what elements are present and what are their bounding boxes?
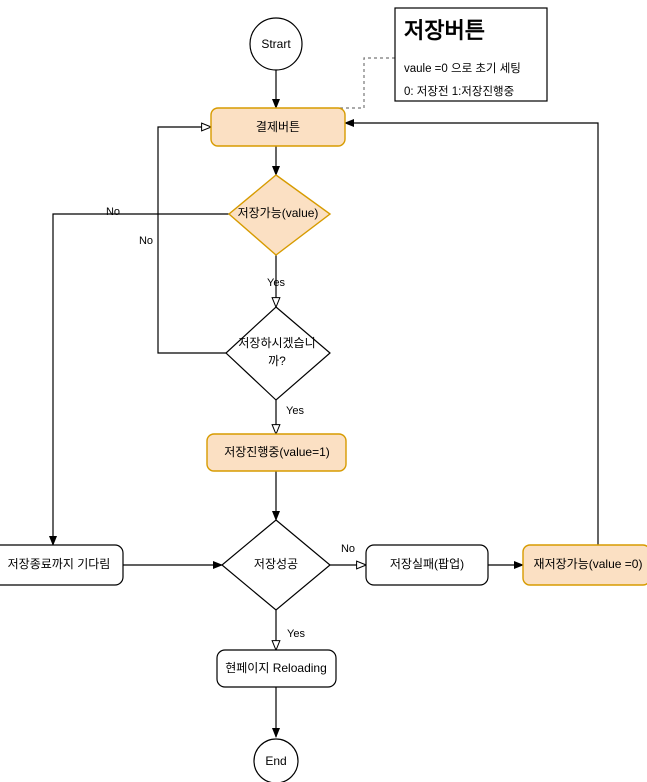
confirm-save-label-line2: 까? [268, 354, 286, 368]
save-success-label: 저장성공 [254, 557, 298, 571]
node-save-success-decision[interactable]: 저장성공 [221, 519, 331, 611]
node-resave-enabled[interactable]: 재저장가능(value =0) [522, 544, 647, 586]
edge-resave-to-paybutton [344, 119, 599, 545]
save-success-diamond [221, 519, 331, 611]
saving-in-progress-box [206, 433, 347, 472]
page-reloading-box [216, 649, 337, 688]
node-confirm-save-decision[interactable]: 저장하시겠습니 까? [225, 306, 331, 401]
edge-label-confirm-no: No [139, 235, 153, 247]
edge-label-cansave-no: No [106, 206, 120, 218]
saving-in-progress-label: 저장진행중(value=1) [224, 444, 330, 459]
note-box-border [394, 7, 548, 102]
save-failed-popup-label: 저장실패(팝업) [390, 557, 464, 571]
page-reloading-label: 현페이지 Reloading [225, 661, 327, 675]
note-heading: 저장버튼 [404, 18, 485, 43]
edge-cansave-no-to-waitend [49, 213, 229, 546]
save-failed-popup-box [365, 544, 489, 586]
wait-until-save-end-label: 저장종료까지 기다림 [8, 557, 111, 571]
can-save-label: 저장가능(value) [238, 206, 319, 220]
node-page-reloading[interactable]: 현페이지 Reloading [216, 649, 337, 688]
edge-label-confirm-yes: Yes [286, 405, 304, 417]
confirm-save-diamond [225, 306, 331, 401]
start-circle [249, 17, 303, 71]
note-savebutton: 저장버튼 vaule =0 으로 초기 세팅 0: 저장전 1:저장진행중 [394, 7, 548, 102]
edge-label-saveok-no: No [341, 543, 355, 555]
payment-button-label: 결제버튼 [256, 120, 300, 134]
edge-label-saveok-yes: Yes [287, 628, 305, 640]
node-saving-in-progress[interactable]: 저장진행중(value=1) [206, 433, 347, 472]
node-start[interactable]: Strart [249, 17, 303, 71]
end-label: End [265, 754, 286, 768]
node-payment-button[interactable]: 결제버튼 [210, 107, 346, 147]
node-can-save-decision[interactable]: 저장가능(value) [227, 174, 332, 256]
start-label: Strart [261, 37, 291, 51]
node-end[interactable]: End [253, 738, 299, 782]
node-save-failed-popup[interactable]: 저장실패(팝업) [365, 544, 489, 586]
resave-enabled-box [522, 544, 647, 586]
note-line-2: 0: 저장전 1:저장진행중 [404, 85, 514, 98]
confirm-save-label-line1: 저장하시겠습니 [238, 336, 315, 350]
can-save-diamond [227, 174, 332, 256]
end-circle [253, 738, 299, 782]
payment-button-box [210, 107, 346, 147]
resave-enabled-label: 재저장가능(value =0) [534, 557, 643, 571]
wait-until-save-end-box [0, 544, 124, 586]
note-line-1: vaule =0 으로 초기 세팅 [404, 62, 521, 75]
node-wait-until-save-end[interactable]: 저장종료까지 기다림 [0, 544, 124, 586]
edge-confirm-no-to-paybutton [157, 127, 226, 354]
edge-note-to-paybutton-dashed [340, 57, 395, 109]
edge-label-cansave-yes: Yes [267, 277, 285, 289]
